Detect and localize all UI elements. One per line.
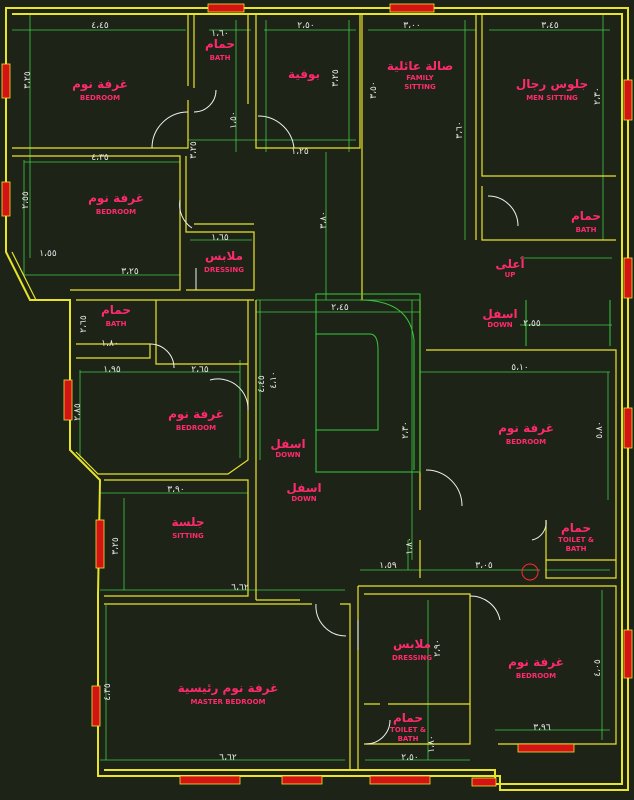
room-name-en-bed4: BEDROOM <box>176 424 216 432</box>
stair-label-ar-up: أعلى <box>495 256 524 271</box>
dimension-label: ٦،٦٢ <box>231 583 249 593</box>
dimension-label: ١،٦٠ <box>211 29 228 39</box>
dimension-label: ١،٨٠ <box>101 339 118 349</box>
room-name-ar-bed3: غرفة نوم <box>498 421 554 436</box>
dimension-label: ٤،٠٥ <box>593 659 603 677</box>
staircase <box>315 293 611 473</box>
dimension-label: ١،٨٠ <box>427 735 437 752</box>
stair-label-ar-down3: اسفل <box>286 481 321 495</box>
room-name-en-bed2: BEDROOM <box>96 208 136 216</box>
room-name-ar-bath3: حمام <box>571 209 601 224</box>
dimension-label: ٥،٨٠ <box>595 421 605 438</box>
room-name-ar-dress2: ملابس <box>393 637 431 651</box>
dimension-label: ٢،٥٠ <box>401 753 418 763</box>
dimension-label: ٢،٨٥ <box>73 403 83 421</box>
room-name-en2-tb1: BATH <box>566 545 587 553</box>
room-name-en2-family: SITTING <box>404 83 436 91</box>
room-name-en-bath2: BATH <box>106 320 127 328</box>
dimension-label: ٣،٢٥ <box>121 267 139 277</box>
stair-label-ar-down2: اسفل <box>270 437 305 451</box>
dimension-label: ٢،٣٠ <box>401 421 411 438</box>
room-name-ar-bed5: غرفة نوم <box>508 655 564 670</box>
dimension-label: ٤،٣٥ <box>103 683 113 701</box>
dimension-label: ٢،٥٥ <box>523 319 541 329</box>
dimension-label: ٢،٦٥ <box>79 315 89 333</box>
room-name-ar-family: صالة عائلية <box>387 59 453 73</box>
dimension-label: ٣،٨٠ <box>319 211 329 228</box>
dimension-label: ٢،٤٥ <box>331 303 349 313</box>
room-name-ar-bed4: غرفة نوم <box>168 407 224 422</box>
room-name-en-dress1: DRESSING <box>204 266 244 274</box>
dimension-label: ٢،٦٥ <box>191 365 209 375</box>
room-name-en-family: FAMILY <box>406 74 434 82</box>
windows <box>1 3 633 787</box>
dimension-label: ٣،٠٠ <box>403 21 420 31</box>
dimension-label: ٢،٥٥ <box>21 191 31 209</box>
dimension-label: ٢،٥٠ <box>297 21 314 31</box>
dimension-label: ١،٦٥ <box>211 233 229 243</box>
room-name-ar-bed1: غرفة نوم <box>72 77 128 92</box>
room-name-ar-tb1: حمام <box>561 521 591 536</box>
room-labels: غرفة نوم BEDROOM حمام BATH بوفية صالة عائليةF… <box>72 37 601 743</box>
dimension-label: ١،٥٩ <box>379 561 397 571</box>
room-name-en-men: MEN SITTING <box>526 94 578 102</box>
dimension-label: ١،٥٠ <box>229 111 239 128</box>
doors <box>149 89 547 745</box>
walls <box>5 7 629 791</box>
room-name-en-bed3: BEDROOM <box>506 438 546 446</box>
dimension-label: ٣،٤٥ <box>541 21 559 31</box>
room-name-ar-dress1: ملابس <box>205 249 243 263</box>
dimension-label: ٥،١٠ <box>511 363 528 373</box>
stair-label-en-up: UP <box>505 271 516 279</box>
dimension-label: ٢،٣٠ <box>593 87 603 104</box>
dimension-label: ٣،٢٥ <box>23 71 33 89</box>
dimension-label: ٣،٥٠ <box>369 81 379 98</box>
dimension-label: ٤،٤٥ <box>91 21 109 31</box>
room-name-ar-sitting: جلسة <box>171 515 204 529</box>
room-name-ar-bed2: غرفة نوم <box>88 191 144 206</box>
room-name-ar-pantry: بوفية <box>288 67 320 82</box>
room-name-en-bath1: BATH <box>210 54 231 62</box>
dimension-label: ١،٥٥ <box>39 249 57 259</box>
dimension-label: ٤،١٠ <box>269 371 279 388</box>
dimension-label: ١،٨٠ <box>405 537 415 554</box>
dimension-label: ٤،٤٥ <box>257 375 267 393</box>
room-name-ar-bath1: حمام <box>205 37 235 52</box>
dimension-labels: ٤،٤٥ ١،٦٠ ٢،٥٠ ٣،٠٠ ٣،٤٥ ٣،٢٥ ٣،٢٥ ٣،٥٠ ٣،٦٠ ٢،٣٠… <box>21 21 605 763</box>
room-name-en-sitting: SITTING <box>172 532 204 540</box>
dimension-label: ٣،٢٥ <box>111 537 121 555</box>
room-name-ar-men: جلوس رجال <box>516 77 588 92</box>
dimension-label: ٢،٩٠ <box>433 639 443 656</box>
room-name-en2-tb2: BATH <box>398 735 419 743</box>
dimension-label: ٣،٩٠ <box>167 485 184 495</box>
dimension-label: ٣،٢٥ <box>189 141 199 159</box>
dimension-label: ٣،٦٠ <box>455 121 465 138</box>
stair-label-en-down3: DOWN <box>291 495 316 503</box>
room-name-ar-master: غرفة نوم رئيسية <box>178 681 279 696</box>
room-name-en-tb2: TOILET & <box>390 726 426 734</box>
dimension-label: ١،٢٥ <box>291 147 309 157</box>
dimension-label: ٤،٣٥ <box>91 153 109 163</box>
stair-label-en-down1: DOWN <box>487 321 512 329</box>
room-name-en-bed5: BEDROOM <box>516 672 556 680</box>
stair-label-ar-down1: اسفل <box>482 307 517 321</box>
room-name-en-tb1: TOILET & <box>558 536 594 544</box>
dimension-label: ٣،٠٥ <box>475 561 493 571</box>
room-name-en-master: MASTER BEDROOM <box>191 698 266 706</box>
dimension-label: ٣،٩٦ <box>533 723 551 733</box>
room-name-en-bed1: BEDROOM <box>80 94 120 102</box>
room-name-en-bath3: BATH <box>576 226 597 234</box>
room-name-ar-bath2: حمام <box>101 303 131 318</box>
room-name-ar-tb2: حمام <box>393 711 423 726</box>
dimension-label: ٣،٢٥ <box>331 69 341 87</box>
stair-label-en-down2: DOWN <box>275 451 300 459</box>
room-name-en-dress2: DRESSING <box>392 654 432 662</box>
dimension-label: ١،٩٥ <box>103 365 121 375</box>
dimension-label: ٦،٦٢ <box>219 753 237 763</box>
grid-lines <box>12 14 612 761</box>
